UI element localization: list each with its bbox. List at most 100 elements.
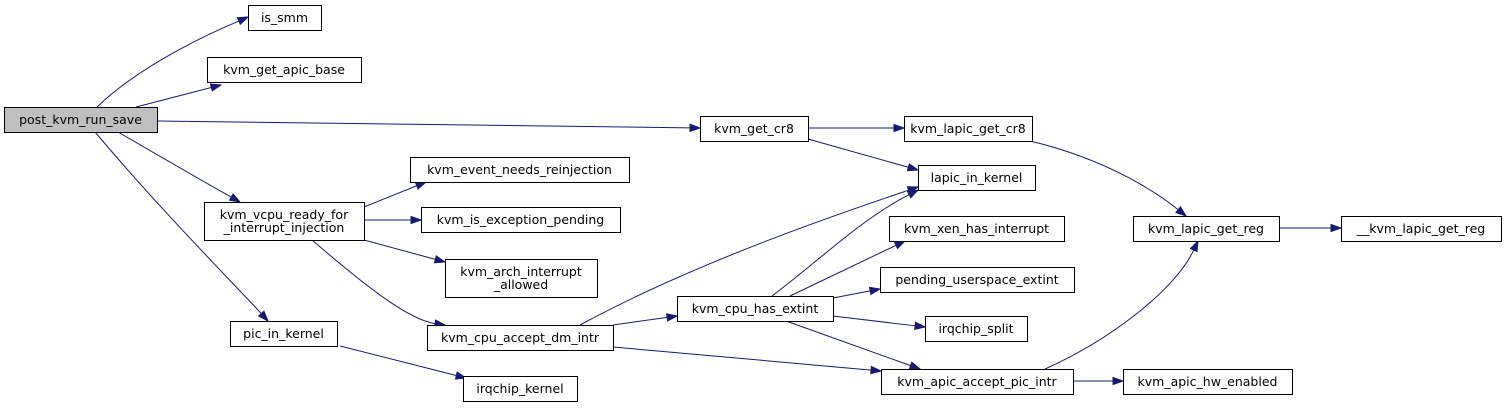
edge-line — [832, 315, 916, 327]
edge-line — [612, 346, 872, 371]
node-kvm-xen-has-interrupt[interactable]: kvm_xen_has_interrupt — [889, 216, 1065, 242]
node-kvm-arch-interrupt-allowed[interactable]: kvm_arch_interrupt_allowed — [445, 259, 598, 298]
node-post-kvm-run-save[interactable]: post_kvm_run_save — [4, 107, 158, 133]
node-box[interactable] — [410, 157, 630, 183]
node-box[interactable] — [248, 5, 322, 31]
edge-line — [832, 290, 871, 299]
node-label: irqchip_kernel — [476, 381, 563, 396]
node-irqchip-kernel[interactable]: irqchip_kernel — [463, 376, 578, 402]
node-box[interactable] — [445, 259, 598, 298]
call-graph-edges — [94, 16, 1343, 386]
node-label: kvm_apic_accept_pic_intr — [897, 374, 1057, 389]
node-box[interactable] — [207, 57, 362, 83]
node-label: __kvm_lapic_get_reg — [1356, 221, 1486, 236]
edge-arrowhead — [228, 193, 242, 203]
node-is-smm[interactable]: is_smm — [248, 5, 322, 31]
edge-arrowhead — [893, 240, 907, 250]
node-box[interactable] — [925, 316, 1028, 342]
edge-line — [94, 131, 262, 314]
node-box[interactable] — [204, 202, 365, 241]
node-kvm-lapic-get-cr8[interactable]: kvm_lapic_get_cr8 — [904, 116, 1033, 142]
edge-line — [117, 131, 232, 198]
node-box[interactable] — [881, 369, 1074, 395]
edge-kvm-cpu-has-extint-to-kvm-apic-accept-pic-intr — [785, 320, 922, 370]
edge-post-kvm-run-save-to-is-smm — [96, 16, 250, 108]
edge-arrowhead — [868, 286, 882, 296]
node-box[interactable] — [4, 107, 158, 133]
node-box[interactable] — [230, 321, 338, 347]
node-box[interactable] — [889, 216, 1065, 242]
node-label: lapic_in_kernel — [931, 170, 1023, 185]
edge-kvm-cpu-has-extint-to-irqchip-split — [832, 315, 927, 331]
node-label: kvm_event_needs_reinjection — [427, 162, 612, 177]
edge-line — [135, 87, 212, 108]
node-box[interactable] — [880, 267, 1075, 293]
node-kvm-cpu-has-extint[interactable]: kvm_cpu_has_extint — [677, 296, 834, 322]
node-kvm-lapic-get-reg[interactable]: kvm_lapic_get_reg — [1133, 216, 1280, 242]
node-label: pending_userspace_extint — [895, 272, 1058, 287]
edge-arrowhead — [914, 321, 927, 331]
node-irqchip-split[interactable]: irqchip_split — [925, 316, 1028, 342]
node-kvm-get-cr8[interactable]: kvm_get_cr8 — [700, 116, 809, 142]
edge-kvm-vcpu-ready-for-interrupt-injection-to-kvm-cpu-accept-dm-intr — [311, 239, 447, 328]
node-kvm-get-apic-base[interactable]: kvm_get_apic_base — [207, 57, 362, 83]
node-label: kvm_get_cr8 — [714, 121, 794, 136]
edge-arrowhead — [433, 255, 447, 264]
edge-arrowhead — [906, 189, 920, 199]
node-kvm-apic-hw-enabled[interactable]: kvm_apic_hw_enabled — [1123, 369, 1293, 395]
edge-arrowhead — [414, 181, 428, 190]
edge-post-kvm-run-save-to-pic-in-kernel — [94, 131, 269, 323]
edge-arrowhead — [257, 310, 269, 323]
edge-arrowhead — [410, 215, 423, 225]
node-box[interactable] — [904, 116, 1033, 142]
node-kvm-event-needs-reinjection[interactable]: kvm_event_needs_reinjection — [410, 157, 630, 183]
node-label: is_smm — [261, 10, 308, 25]
node-box[interactable] — [1133, 216, 1280, 242]
node-kvm-apic-accept-pic-intr[interactable]: kvm_apic_accept_pic_intr — [881, 369, 1074, 395]
node-box[interactable] — [918, 165, 1036, 191]
node-box[interactable] — [1123, 369, 1293, 395]
edge-line — [771, 194, 910, 297]
node-pending-userspace-extint[interactable]: pending_userspace_extint — [880, 267, 1075, 293]
edge-line — [339, 345, 457, 377]
edge-line — [785, 320, 911, 367]
node-label: kvm_apic_hw_enabled — [1138, 374, 1278, 389]
edge-arrowhead — [666, 313, 679, 322]
node-pic-in-kernel[interactable]: pic_in_kernel — [230, 321, 338, 347]
edge-arrowhead — [236, 16, 250, 26]
node-label: kvm_arch_interrupt — [460, 264, 582, 279]
node-label: kvm_cpu_has_extint — [692, 301, 819, 316]
node-box[interactable] — [463, 376, 578, 402]
edge-kvm-lapic-get-cr8-to-kvm-lapic-get-reg — [1029, 140, 1188, 217]
node-kvm-lapic-get-reg[interactable]: __kvm_lapic_get_reg — [1341, 216, 1502, 242]
node-label: kvm_cpu_accept_dm_intr — [441, 330, 600, 345]
node-kvm-is-exception-pending[interactable]: kvm_is_exception_pending — [421, 207, 621, 233]
edge-line — [96, 20, 240, 108]
edge-line — [579, 189, 909, 326]
node-lapic-in-kernel[interactable]: lapic_in_kernel — [918, 165, 1036, 191]
edge-arrowhead — [908, 361, 922, 370]
edge-arrowhead — [906, 163, 920, 172]
edge-line — [363, 185, 417, 208]
edge-arrowhead — [1112, 376, 1125, 386]
node-kvm-vcpu-ready-for-interrupt-injection[interactable]: kvm_vcpu_ready_for_interrupt_injection — [204, 202, 365, 241]
node-box[interactable] — [427, 325, 614, 351]
edge-kvm-get-cr8-to-kvm-lapic-get-cr8 — [808, 123, 906, 133]
node-box[interactable] — [700, 116, 809, 142]
call-graph-nodes: post_kvm_run_save is_smm kvm_get_apic_base… — [4, 5, 1502, 402]
edge-kvm-vcpu-ready-for-interrupt-injection-to-kvm-arch-interrupt-allowed — [363, 239, 447, 264]
edge-post-kvm-run-save-to-kvm-get-apic-base — [135, 83, 223, 108]
edge-post-kvm-run-save-to-kvm-vcpu-ready-for-interrupt-injection — [117, 131, 242, 203]
edge-arrowhead — [689, 123, 702, 133]
node-label: kvm_xen_has_interrupt — [904, 221, 1049, 236]
node-label: post_kvm_run_save — [19, 112, 142, 127]
edge-line — [156, 120, 691, 129]
node-label: _allowed — [493, 277, 548, 292]
node-box[interactable] — [421, 207, 621, 233]
node-box[interactable] — [1341, 216, 1502, 242]
edge-kvm-vcpu-ready-for-interrupt-injection-to-kvm-event-needs-reinjection — [363, 181, 428, 208]
node-kvm-cpu-accept-dm-intr[interactable]: kvm_cpu_accept_dm_intr — [427, 325, 614, 351]
node-box[interactable] — [677, 296, 834, 322]
edge-line — [807, 138, 909, 168]
